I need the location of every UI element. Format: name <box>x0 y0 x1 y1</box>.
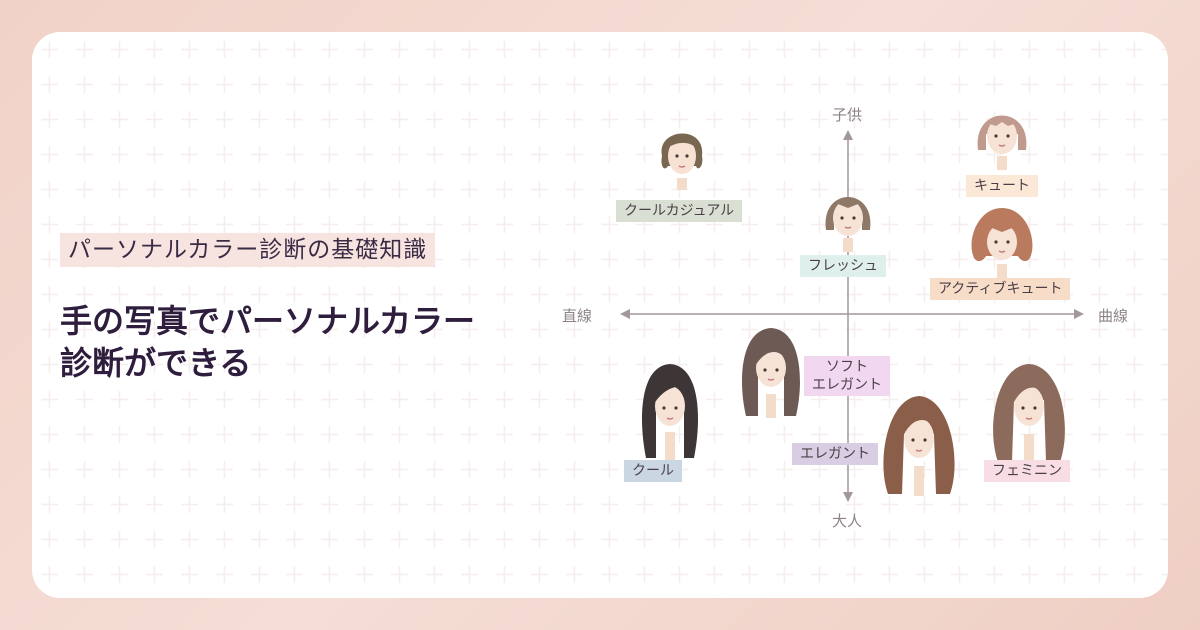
type-label-soft-elegant: ソフト エレガント <box>804 356 890 396</box>
content-card: パーソナルカラー診断の基礎知識 手の写真でパーソナルカラー 診断ができる 子供 … <box>32 32 1168 598</box>
face-illustration-elegant <box>883 396 955 496</box>
type-label-elegant: エレガント <box>792 443 878 465</box>
face-illustration-cute <box>977 115 1027 170</box>
type-label-feminine: フェミニン <box>984 460 1070 482</box>
axis-lines <box>620 130 1084 502</box>
page-headline: 手の写真でパーソナルカラー 診断ができる <box>60 300 560 384</box>
face-illustration-fresh <box>825 197 871 252</box>
face-illustration-cool <box>641 364 699 462</box>
face-illustration-cool-casual <box>661 133 703 190</box>
face-type-diagram: 子供 大人 直線 曲線 <box>32 32 1168 598</box>
category-tag: パーソナルカラー診断の基礎知識 <box>60 233 436 267</box>
type-label-fresh: フレッシュ <box>800 255 886 277</box>
type-label-cool: クール <box>624 460 682 482</box>
type-label-soft-elegant-line-2: エレガント <box>812 377 882 393</box>
face-illustration-feminine <box>993 364 1065 464</box>
face-illustration-soft-elegant <box>742 328 800 418</box>
type-label-cool-casual: クールカジュアル <box>616 200 743 222</box>
axis-label-adult: 大人 <box>832 512 863 530</box>
axis-label-child: 子供 <box>832 106 863 124</box>
face-illustration-active-cute <box>971 208 1033 278</box>
type-label-soft-elegant-line-1: ソフト <box>826 359 868 375</box>
cross-pattern-background <box>32 32 1168 598</box>
axis-label-curve: 曲線 <box>1098 307 1129 325</box>
headline-line-2: 診断ができる <box>60 344 252 382</box>
type-label-active-cute: アクティブキュート <box>930 278 1071 300</box>
axis-label-straight: 直線 <box>562 307 593 325</box>
headline-line-1: 手の写真でパーソナルカラー <box>60 302 476 340</box>
type-label-cute: キュート <box>966 175 1038 197</box>
